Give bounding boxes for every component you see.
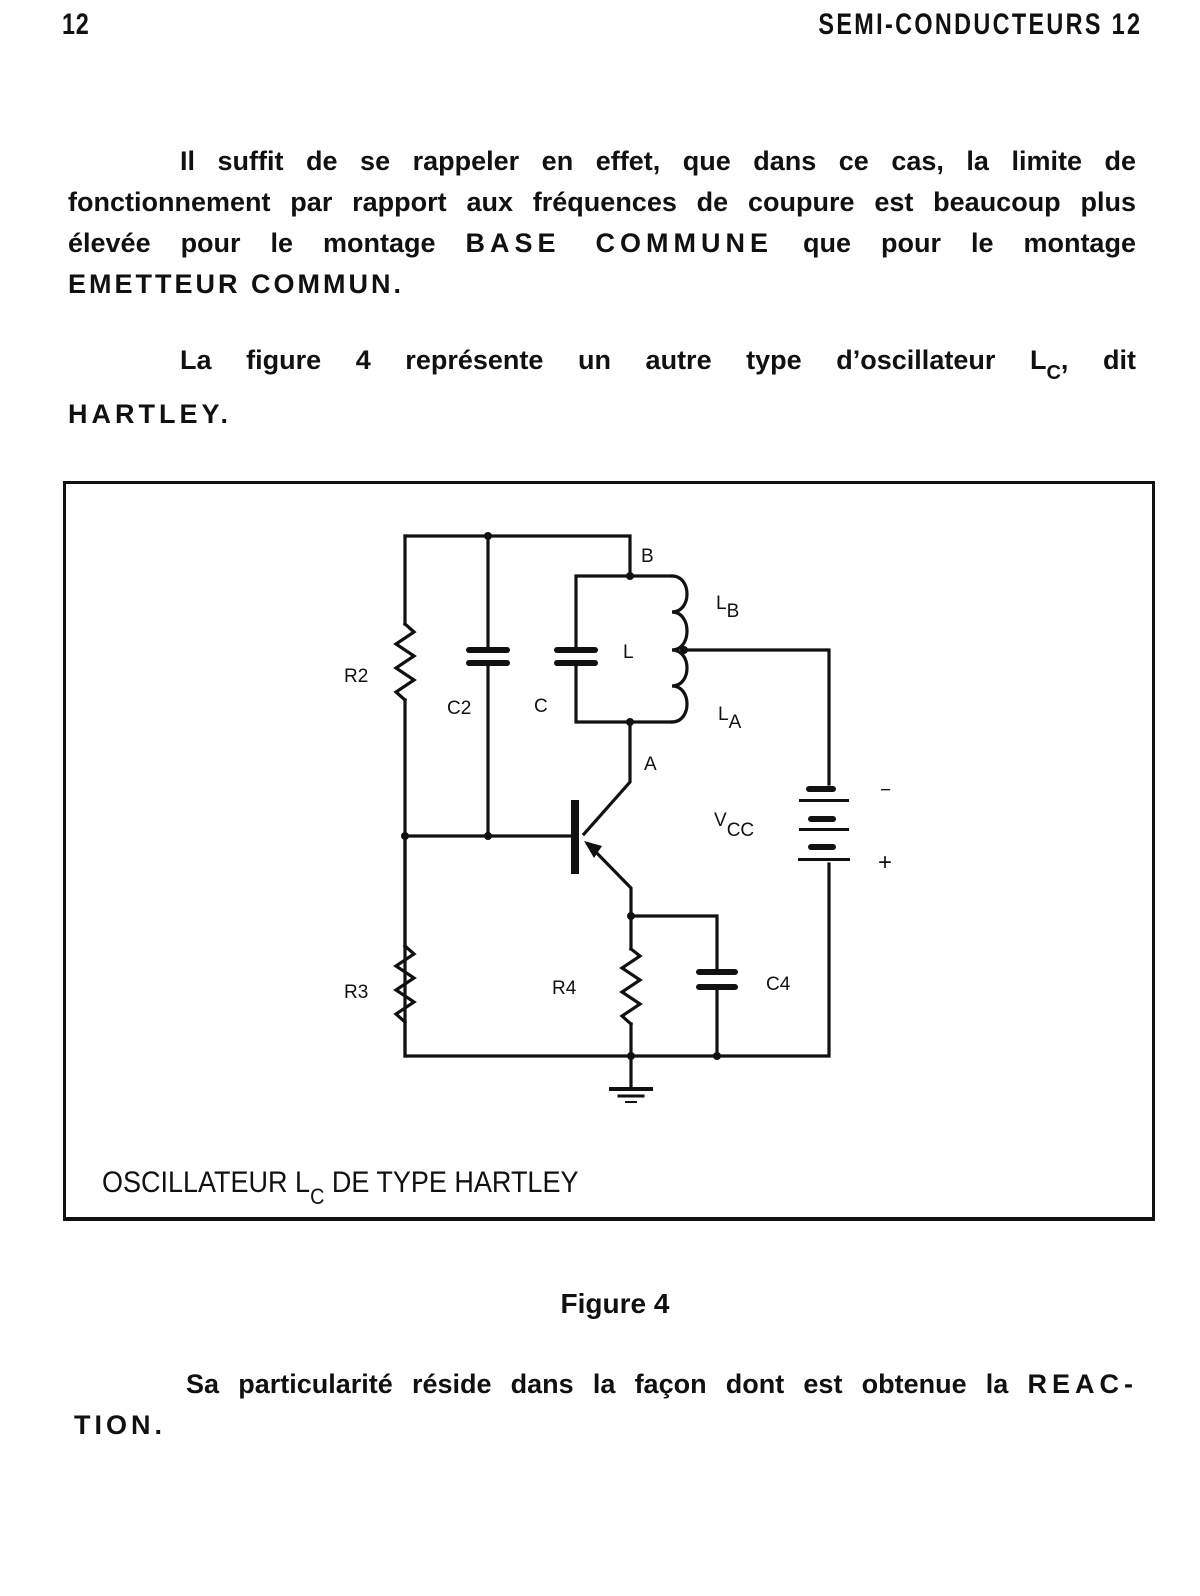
junction-dot	[401, 832, 409, 840]
top-wire	[403, 534, 632, 578]
paragraph-3-line-2: TION.	[74, 1410, 166, 1440]
label-la-sub: A	[729, 712, 742, 733]
emitter-wire	[585, 841, 633, 918]
paragraph-1-line-3-a: élevée pour le montage	[68, 228, 436, 258]
battery-plate-3	[798, 858, 850, 861]
junction-dot	[626, 572, 634, 580]
junction-dot	[484, 832, 492, 840]
label-lb-main: L	[716, 593, 727, 614]
hartley-oscillator-schematic: R2 C2 C L B A LB LA VCC − + R3 R4 C4	[344, 532, 892, 1103]
paragraph-2-dit: , dit	[1060, 345, 1136, 375]
figure-title: OSCILLATEUR LC DE TYPE HARTLEY	[102, 1166, 578, 1210]
lc-symbol-sub: C	[1046, 362, 1061, 384]
junction-dot	[627, 1052, 635, 1060]
battery-cell-3	[808, 844, 836, 850]
figure-title-a: OSCILLATEUR L	[102, 1166, 311, 1199]
battery-cell-2	[808, 816, 836, 822]
page-number: 12	[62, 8, 90, 41]
paragraph-3-text: Sa particularité réside dans la façon do…	[186, 1369, 1009, 1399]
battery-plate-2	[799, 828, 849, 831]
base-commune-term: BASE COMMUNE	[465, 228, 774, 258]
junction-dot	[680, 646, 688, 654]
paragraph-1-line-1: Il suffit de se rappeler en effet, que d…	[180, 146, 1136, 176]
label-vcc: VCC	[714, 810, 754, 841]
figure-title-b: DE TYPE HARTLEY	[331, 1166, 579, 1199]
figure-4-box: R2 C2 C L B A LB LA VCC − + R3 R4 C4 OSC…	[63, 481, 1155, 1221]
label-c4: C4	[766, 974, 791, 995]
junction-dot	[484, 532, 492, 540]
paragraph-1-line-3: élevée pour le montage BASE COMMUNE que …	[68, 223, 1136, 264]
r4-resistor	[619, 946, 643, 1027]
tap-wire	[682, 648, 831, 786]
label-r2: R2	[344, 666, 368, 687]
c-plate-bottom	[554, 660, 598, 666]
collector-wire	[581, 720, 632, 837]
c4-top-wire	[629, 914, 719, 971]
paragraph-2-line-1: La figure 4 représente un autre type d’o…	[68, 340, 1136, 394]
battery-cell-1	[806, 786, 836, 792]
c2-plate-bottom	[466, 660, 510, 666]
label-la: LA	[718, 704, 742, 733]
figure-title-sub: C	[310, 1184, 325, 1209]
hartley-term: HARTLEY.	[68, 399, 233, 429]
label-lb: LB	[716, 593, 739, 622]
lc-symbol-l: L	[1029, 345, 1047, 375]
reaction-term: REAC-	[1027, 1369, 1138, 1399]
junction-dot	[626, 718, 634, 726]
emitter-arrow-icon	[584, 841, 602, 858]
transistor-base-bar	[571, 800, 579, 874]
bottom-rail	[403, 862, 831, 1058]
paragraph-1: Il suffit de se rappeler en effet, que d…	[68, 141, 1136, 305]
junction-dot	[713, 1052, 721, 1060]
label-r4: R4	[552, 978, 577, 999]
running-title: SEMI-CONDUCTEURS 12	[818, 8, 1142, 41]
paragraph-3: Sa particularité réside dans la façon do…	[74, 1364, 1138, 1446]
c2-plate-top	[466, 647, 510, 653]
paragraph-2-text: La figure 4 représente un autre type d’o…	[180, 345, 996, 375]
capacitor-plates	[401, 532, 850, 1060]
paragraph-1-line-3-c: que pour le montage	[803, 228, 1136, 258]
tank-left-top-wire	[574, 574, 632, 651]
label-r3: R3	[344, 982, 368, 1003]
label-vcc-sub: CC	[727, 820, 754, 841]
label-lb-sub: B	[727, 601, 740, 622]
c4-plate-bottom	[696, 984, 738, 990]
paragraph-2: La figure 4 représente un autre type d’o…	[68, 340, 1136, 435]
r2-resistor	[393, 621, 417, 703]
lc-symbol: LC	[1029, 345, 1061, 384]
label-la-main: L	[718, 704, 729, 725]
label-minus: −	[880, 780, 891, 801]
label-c: C	[534, 696, 548, 717]
tank-left-bottom-wire	[574, 663, 632, 724]
c-plate-top	[554, 647, 598, 653]
label-plus: +	[878, 849, 892, 876]
label-c2: C2	[447, 698, 471, 719]
paragraph-1-line-2: fonctionnement par rapport aux fréquence…	[68, 187, 1136, 217]
figure-caption: Figure 4	[560, 1288, 670, 1319]
inductor-coil	[670, 574, 689, 724]
label-node-b: B	[641, 546, 654, 567]
paragraph-3-line-1: Sa particularité réside dans la façon do…	[74, 1364, 1138, 1405]
emetteur-commun-term: EMETTEUR COMMUN.	[68, 269, 404, 299]
label-vcc-main: V	[714, 810, 727, 831]
label-node-a: A	[644, 754, 657, 775]
r3-resistor	[393, 943, 417, 1025]
junction-dot	[627, 912, 635, 920]
label-l: L	[623, 642, 634, 663]
battery-plate-1	[799, 799, 849, 802]
c4-plate-top	[696, 969, 738, 975]
